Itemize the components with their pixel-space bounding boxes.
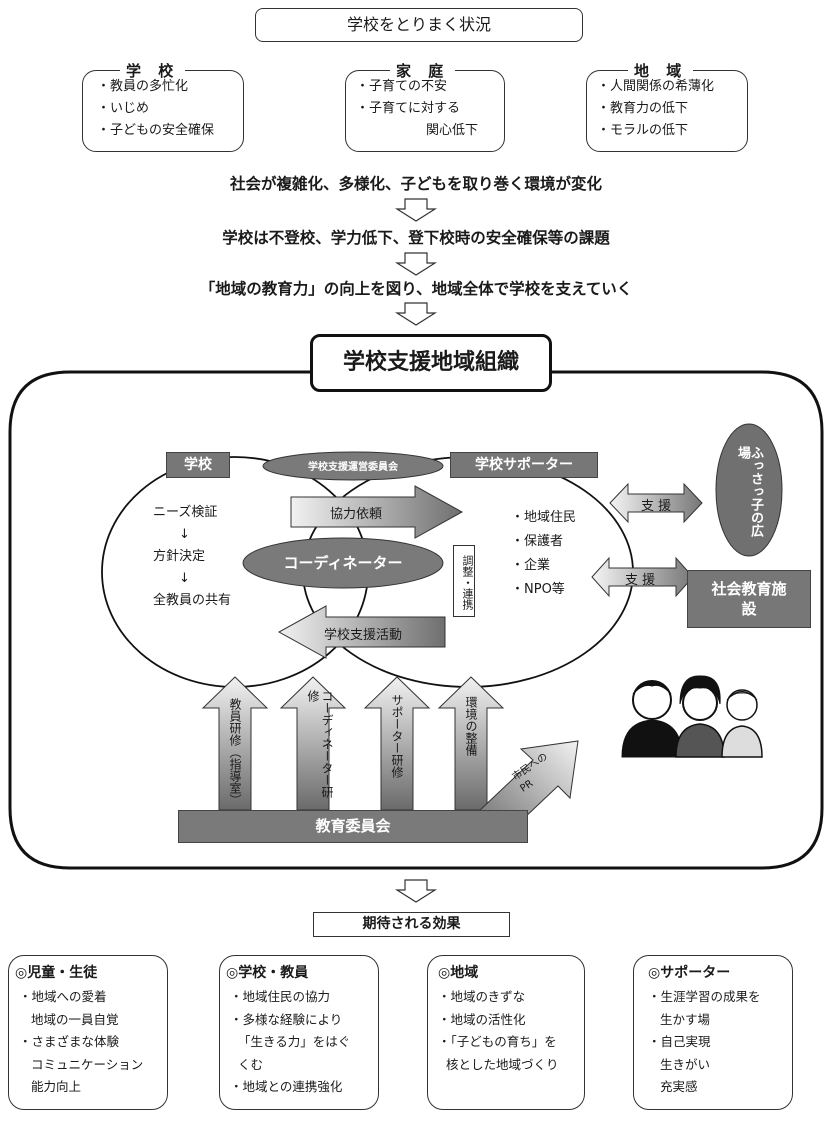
situation-community-list: ・人間関係の希薄化 ・教育力の低下 ・モラルの低下 [597, 76, 714, 142]
adjust-label: 調整・連携 [453, 545, 475, 617]
list-item: 関心低下 [426, 123, 479, 138]
list-item: ・多様な経験により [230, 1011, 343, 1027]
effects-title-box: 期待される効果 [313, 912, 510, 937]
list-item: 能力向上 [31, 1079, 82, 1094]
list-item: コミュニケーション [31, 1056, 144, 1072]
list-item: ・生涯学習の成果を [648, 989, 761, 1004]
situation-community-label: 地 域 [628, 60, 694, 81]
support-label-2: 支 援 [625, 573, 656, 588]
list-item: ・「子どもの育ち」を [438, 1034, 557, 1049]
group-title: ◎児童・生徒 [15, 965, 98, 981]
list-item: ・人間関係の希薄化 [597, 79, 715, 94]
list-item: ・企業 [511, 558, 551, 573]
board-label: 教育委員会 [178, 810, 528, 843]
coordinator-training-label: コーディネーター研修 [306, 690, 334, 798]
effect-group-supporter: ◎サポーター ・生涯学習の成果を 生かす場 ・自己実現 生きがい 充実感 [633, 955, 793, 1110]
situation-family-label: 家 庭 [390, 60, 456, 81]
list-item: 生かす場 [660, 1011, 711, 1027]
step-item: 方針決定 [153, 549, 206, 564]
situation-school-box [82, 70, 244, 152]
list-item: ・さまざまな体験 [19, 1034, 120, 1049]
facility-label: 社会教育施設 [687, 570, 811, 628]
list-item: くむ [238, 1056, 264, 1072]
list-item: ・子育ての不安 [356, 79, 448, 94]
people-icon [621, 675, 763, 758]
list-item: 地域の一員自覚 [31, 1011, 119, 1027]
supporter-items: ・地域住民 ・保護者 ・企業 ・NPO等 [511, 506, 576, 602]
flow-text-2: 学校は不登校、学力低下、登下校時の安全確保等の課題 [222, 229, 610, 247]
effects-title: 期待される効果 [362, 916, 461, 932]
situation-school-list: ・教員の多忙化 ・いじめ ・子どもの安全確保 [97, 76, 214, 142]
list-item: ・地域との連携強化 [230, 1079, 343, 1094]
flow-text-1: 社会が複雑化、多様化、子どもを取り巻く環境が変化 [229, 175, 602, 193]
list-item: ・地域の活性化 [438, 1011, 526, 1027]
list-item: 充実感 [660, 1079, 698, 1094]
organization-title-box: 学校支援地域組織 [310, 334, 552, 392]
committee-label: 学校支援運営委員会 [308, 462, 398, 473]
list-item: ・モラルの低下 [597, 123, 689, 138]
situation-community-box [586, 70, 748, 152]
list-item: ・地域のきずな [438, 989, 526, 1004]
list-item: ・保護者 [511, 534, 564, 549]
organization-frame [8, 370, 824, 870]
effect-group-community: ◎地域 ・地域のきずな ・地域の活性化 ・「子どもの育ち」を 核とした地域づくり [427, 955, 585, 1110]
support-activity-label: 学校支援活動 [324, 628, 403, 643]
support-label-1: 支 援 [641, 499, 672, 514]
list-item: ・いじめ [97, 101, 150, 116]
teacher-training-label: 教員研修（指導室） [228, 698, 242, 806]
group-title: ◎地域 [438, 965, 479, 981]
list-item: ・子どもの安全確保 [97, 123, 215, 138]
group-title: ◎サポーター [648, 965, 731, 981]
list-item: ・自己実現 [648, 1034, 711, 1049]
organization-title: 学校支援地域組織 [342, 350, 519, 375]
arrow-down-glyph: ↓ [179, 571, 190, 586]
step-item: ニーズ検証 [153, 505, 218, 520]
down-arrow-icon [394, 198, 438, 903]
situation-family-list: ・子育ての不安 ・子育てに対する 関心低下 [356, 76, 478, 142]
list-item: ・地域への愛着 [19, 989, 107, 1004]
list-item: 「生きる力」をはぐ [238, 1034, 351, 1049]
effect-group-school: ◎学校・教員 ・地域住民の協力 ・多様な経験により 「生きる力」をはぐ くむ ・… [219, 955, 379, 1110]
hiroba-label: ふっさっ子の広場 [735, 446, 763, 537]
request-label: 協力依頼 [330, 507, 383, 522]
school-steps: ニーズ検証 ↓ 方針決定 ↓ 全教員の共有 [153, 502, 231, 612]
list-item: ・地域住民の協力 [230, 989, 331, 1004]
coordinator-label: コーディネーター [283, 554, 403, 572]
list-item: ・地域住民 [511, 510, 577, 525]
environment-label: 環境の整備 [464, 696, 478, 756]
list-item: ・教育力の低下 [597, 101, 689, 116]
arrow-down-glyph: ↓ [179, 527, 190, 542]
step-item: 全教員の共有 [153, 593, 232, 608]
group-title: ◎学校・教員 [226, 965, 309, 981]
list-item: ・教員の多忙化 [97, 79, 189, 94]
supporter-training-label: サポーター研修 [390, 694, 404, 778]
list-item: 生きがい [660, 1056, 711, 1072]
header-title: 学校をとりまく状況 [346, 15, 491, 34]
effect-group-students: ◎児童・生徒 ・地域への愛着 地域の一員自覚 ・さまざまな体験 コミュニケーショ… [8, 955, 168, 1110]
supporter-label: 学校サポーター [450, 452, 598, 478]
situation-family-box [345, 70, 505, 152]
school-label: 学校 [166, 452, 230, 478]
list-item: 核とした地域づくり [446, 1056, 559, 1072]
flow-text-3: 「地域の教育力」の向上を図り、地域全体で学校を支えていく [199, 280, 633, 298]
header-title-box: 学校をとりまく状況 [255, 8, 583, 42]
list-item: ・子育てに対する [356, 101, 461, 116]
situation-school-label: 学 校 [120, 60, 186, 81]
list-item: ・NPO等 [511, 582, 565, 597]
